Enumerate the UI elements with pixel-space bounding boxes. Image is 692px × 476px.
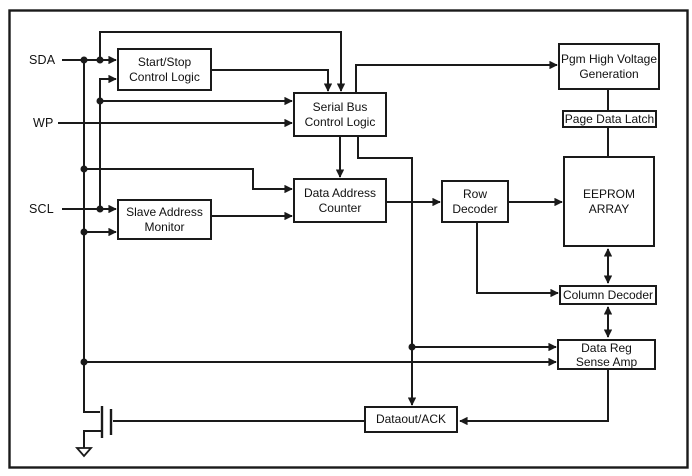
block-label: Start/Stop <box>137 54 192 69</box>
junction-dot <box>96 56 104 64</box>
ground-symbol <box>75 447 93 458</box>
junction-dot <box>96 205 104 213</box>
block-label: Data Address <box>303 185 377 200</box>
block-serial-bus-control-logic: Serial Bus Control Logic <box>293 92 387 137</box>
block-start-stop-control-logic: Start/Stop Control Logic <box>117 48 212 91</box>
block-label: Decoder <box>452 201 498 216</box>
junction-dot <box>80 228 88 236</box>
block-label: EEPROM <box>582 186 635 201</box>
junction-dot <box>80 358 88 366</box>
pin-label-scl: SCL <box>29 202 54 216</box>
wire-row-column <box>476 223 559 298</box>
block-data-address-counter: Data Address Counter <box>293 178 387 223</box>
wire-top-rail <box>99 31 346 92</box>
wire-serialbus-dataout <box>357 137 417 406</box>
block-label: Pgm High Voltage <box>560 51 658 66</box>
block-slave-address-monitor: Slave Address Monitor <box>117 199 212 240</box>
junction-dots <box>80 56 416 366</box>
wire-drsa-dataout <box>459 370 609 426</box>
block-label: Serial Bus <box>312 99 368 114</box>
wires-group <box>58 31 613 426</box>
transistor-source-wire <box>83 430 102 448</box>
block-label: Sense Amp <box>575 354 638 369</box>
diagram-border <box>8 9 689 469</box>
wire-dac-in1 <box>84 168 293 194</box>
block-column-decoder: Column Decoder <box>559 285 657 305</box>
junction-dot <box>96 97 104 105</box>
wire-serialbus-pgm <box>355 60 558 92</box>
block-label: Slave Address <box>126 204 203 219</box>
block-dataout-ack: Dataout/ACK <box>364 406 458 433</box>
wire-bus-b <box>99 74 117 209</box>
nmos-transistor <box>83 406 113 448</box>
junction-dot <box>80 56 88 64</box>
block-row-decoder: Row Decoder <box>441 180 509 223</box>
wire-ss-serialbus <box>212 69 333 92</box>
pin-label-sda: SDA <box>29 53 56 67</box>
block-data-reg-sense-amp: Data Reg Sense Amp <box>557 339 656 370</box>
block-label: Dataout/ACK <box>375 412 447 426</box>
block-pgm-high-voltage-generation: Pgm High Voltage Generation <box>558 43 660 90</box>
block-label: Control Logic <box>129 69 200 84</box>
block-label: Row <box>462 186 487 201</box>
junction-dot <box>408 343 416 351</box>
block-label: Control Logic <box>304 114 376 129</box>
wire-bus-a <box>83 60 100 413</box>
block-label: ARRAY <box>588 201 630 216</box>
block-label: Monitor <box>144 219 185 234</box>
block-eeprom-array: EEPROM ARRAY <box>563 156 655 247</box>
block-label: Page Data Latch <box>564 111 655 126</box>
pin-label-wp: WP <box>33 116 54 130</box>
block-label: Data Reg <box>581 340 632 355</box>
block-label: Column Decoder <box>562 287 654 302</box>
junction-dot <box>80 165 88 173</box>
block-page-data-latch: Page Data Latch <box>562 110 657 128</box>
block-label: Counter <box>318 200 362 215</box>
block-label: Generation <box>579 66 639 81</box>
